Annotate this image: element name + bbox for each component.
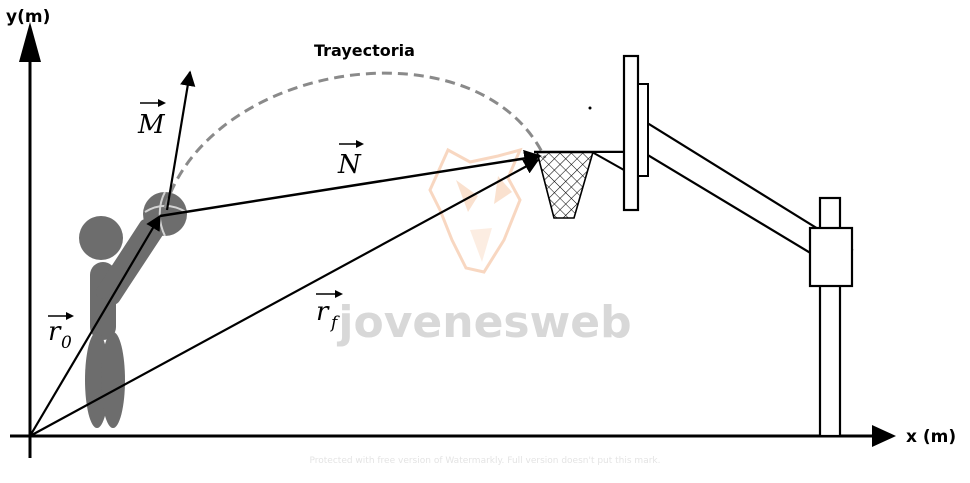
post-bracket [808, 226, 854, 288]
label-rf-sub: f [329, 313, 340, 333]
hoop-net [535, 151, 595, 219]
label-rf-base: r [316, 297, 330, 327]
trajectory-label: Trayectoria [314, 41, 415, 60]
footer-watermark-note: Protected with free version of Watermark… [310, 456, 661, 466]
vector-m [165, 70, 196, 211]
y-axis-label: y(m) [6, 7, 50, 27]
x-axis-label: x (m) [906, 427, 956, 447]
trajectory-curve [163, 71, 547, 209]
label-rf: r f [316, 290, 343, 333]
watermark-text: jovenesweb [336, 297, 631, 348]
label-m-text: M [137, 110, 166, 140]
vector-rf [29, 159, 540, 437]
watermark-logo [428, 147, 523, 274]
y-axis-arrow-icon [19, 22, 41, 62]
basketball-hoop [534, 54, 854, 438]
label-n: N [337, 140, 364, 180]
label-m: M [137, 99, 166, 140]
vector-n [159, 149, 542, 218]
backboard [622, 54, 640, 212]
x-axis-arrow-icon [872, 425, 896, 447]
label-n-text: N [337, 150, 362, 180]
player-figure [79, 216, 167, 428]
label-r0-base: r [48, 317, 62, 347]
vector-r0 [29, 214, 161, 437]
backboard-plate [637, 83, 649, 177]
label-r0-sub: 0 [61, 333, 72, 353]
label-r0: r 0 [48, 312, 74, 353]
